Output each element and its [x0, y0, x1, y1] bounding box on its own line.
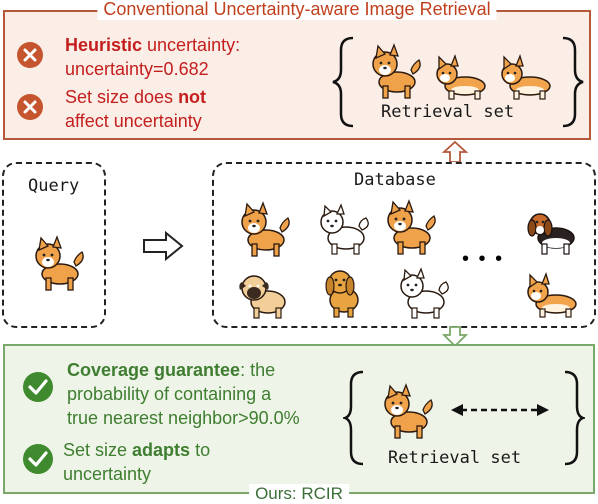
database-dogs [238, 200, 577, 319]
golden-dog-icon [325, 270, 359, 318]
set-size-bullet: Set size does not affect uncertainty [65, 85, 206, 133]
check-icon [23, 372, 53, 402]
bottom-retrieval-set [343, 370, 585, 466]
query-shiba-icon [35, 236, 84, 291]
baseline-panel-title: Conventional Uncertainty-aware Image Ret… [97, 0, 497, 20]
left-brace [332, 36, 354, 128]
rcir-panel-title: Ours: RCIR [249, 484, 349, 504]
double-arrow-icon [451, 404, 549, 416]
rcir-panel: Ours: RCIR Coverage guarantee: the proba… [3, 344, 595, 504]
heuristic-bold: Heuristic [65, 35, 143, 55]
right-brace [562, 36, 584, 128]
white-dog-icon [320, 204, 369, 255]
coverage-line3: true nearest neighbor>90.0% [67, 408, 300, 428]
down-arrow-icon [441, 326, 469, 348]
corgi-dog-icon [527, 273, 577, 318]
adapts-bullet: Set size adapts to uncertainty [63, 438, 210, 486]
corgi-dog-icon [436, 55, 486, 100]
heuristic-bullet: Heuristic uncertainty: uncertainty=0.682 [65, 33, 240, 81]
query-box: Query [2, 162, 106, 328]
top-retrieval-set [332, 36, 584, 128]
beagle-dog-icon [527, 213, 575, 255]
error-icon [17, 94, 43, 120]
uncertainty-value: uncertainty=0.682 [65, 59, 209, 79]
up-arrow-icon [441, 140, 469, 163]
set-size-pre: Set size does [65, 87, 179, 107]
database-box: Database • • • [212, 162, 596, 328]
shiba-dog-icon [387, 200, 436, 255]
pug-dog-icon [238, 275, 286, 319]
baseline-panel: Conventional Uncertainty-aware Image Ret… [3, 0, 591, 140]
set-size-bold: not [178, 87, 207, 107]
ellipsis: • • • [462, 248, 505, 270]
coverage-line2: probability of containing a [67, 384, 272, 404]
shiba-dog-icon [372, 44, 421, 99]
error-icon [17, 42, 43, 68]
adapts-bold: adapts [132, 440, 191, 460]
set-size-line2: affect uncertainty [65, 111, 202, 131]
database-label: Database [354, 170, 436, 190]
shiba-dog-icon [241, 202, 290, 257]
top-retrieval-label: Retrieval set [381, 102, 515, 122]
query-label: Query [28, 176, 80, 196]
left-brace [343, 370, 364, 466]
right-brace [564, 370, 585, 466]
adapts-post: to [190, 440, 211, 460]
shiba-dog-icon [384, 384, 433, 439]
coverage-rest: : the [240, 360, 276, 380]
adapts-line2: uncertainty [63, 464, 152, 484]
heuristic-rest: uncertainty: [142, 35, 241, 55]
corgi-dog-icon [501, 55, 551, 100]
right-arrow-icon [143, 230, 184, 262]
coverage-bold: Coverage guarantee [67, 360, 241, 380]
coverage-bullet: Coverage guarantee: the probability of c… [67, 358, 300, 430]
bottom-retrieval-label: Retrieval set [388, 448, 522, 468]
white-dog-icon [400, 268, 449, 319]
adapts-pre: Set size [63, 440, 133, 460]
check-icon [23, 444, 53, 474]
